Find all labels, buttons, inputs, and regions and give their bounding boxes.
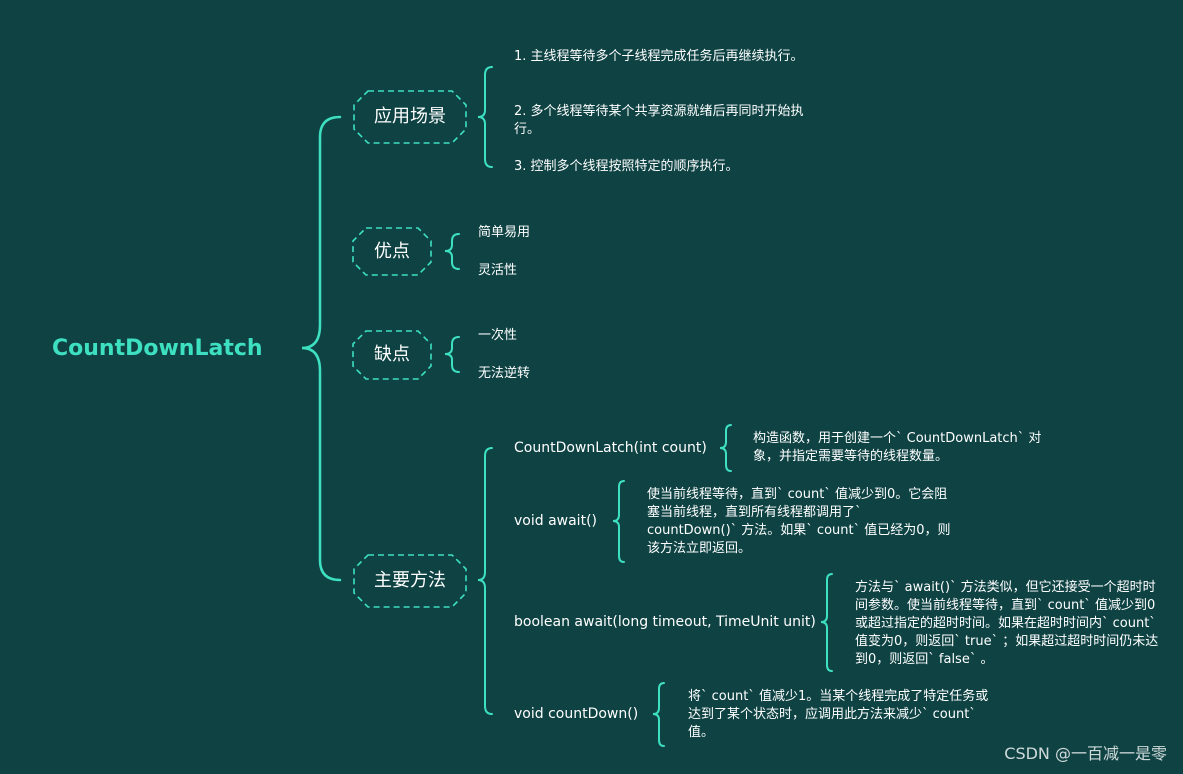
pros-brace: [444, 233, 460, 270]
pros-item: 灵活性: [478, 263, 518, 278]
method-name: boolean await(long timeout, TimeUnit uni…: [514, 614, 816, 630]
method-name: CountDownLatch(int count): [514, 440, 707, 456]
root-node-label: CountDownLatch: [52, 336, 263, 361]
method-description: 使当前线程等待，直到` count` 值减少到0。它会阻塞当前线程，直到所有线程…: [647, 487, 951, 556]
method-description: 方法与` await()` 方法类似，但它还接受一个超时时间参数。使当前线程等待…: [855, 580, 1159, 667]
method-2-brace: [612, 480, 625, 563]
watermark: CSDN @一百减一是零: [1004, 744, 1167, 763]
methods-node: 主要方法: [374, 570, 446, 591]
cons-item: 一次性: [478, 328, 518, 343]
method-4-brace: [652, 682, 665, 747]
cons-item: 无法逆转: [478, 366, 531, 381]
scenarios-node-outline: [353, 90, 467, 144]
pros-node: 优点: [374, 241, 410, 262]
scenario-item: 1. 主线程等待多个子线程完成任务后再继续执行。: [514, 49, 804, 64]
methods-node-outline: [353, 554, 467, 608]
methods-brace: [477, 447, 493, 715]
pros-item: 简单易用: [478, 225, 531, 240]
method-name: void await(): [514, 513, 597, 529]
pros-node-outline: [352, 227, 432, 276]
cons-node-outline: [352, 330, 432, 380]
cons-node: 缺点: [374, 344, 410, 365]
scenarios-brace: [477, 66, 493, 168]
method-name: void countDown(): [514, 706, 639, 722]
method-description: 将` count` 值减少1。当某个线程完成了特定任务或达到了某个状态时，应调用…: [688, 689, 989, 740]
method-1-brace: [719, 424, 732, 472]
scenario-item: 2. 多个线程等待某个共享资源就绪后再同时开始执行。: [514, 104, 804, 137]
method-3-brace: [820, 573, 833, 672]
scenario-item: 3. 控制多个线程按照特定的顺序执行。: [514, 159, 739, 174]
scenarios-node: 应用场景: [374, 106, 446, 127]
method-description: 构造函数，用于创建一个` CountDownLatch` 对象，并指定需要等待的…: [753, 431, 1042, 464]
cons-brace: [444, 336, 460, 373]
root-brace: [301, 115, 342, 582]
